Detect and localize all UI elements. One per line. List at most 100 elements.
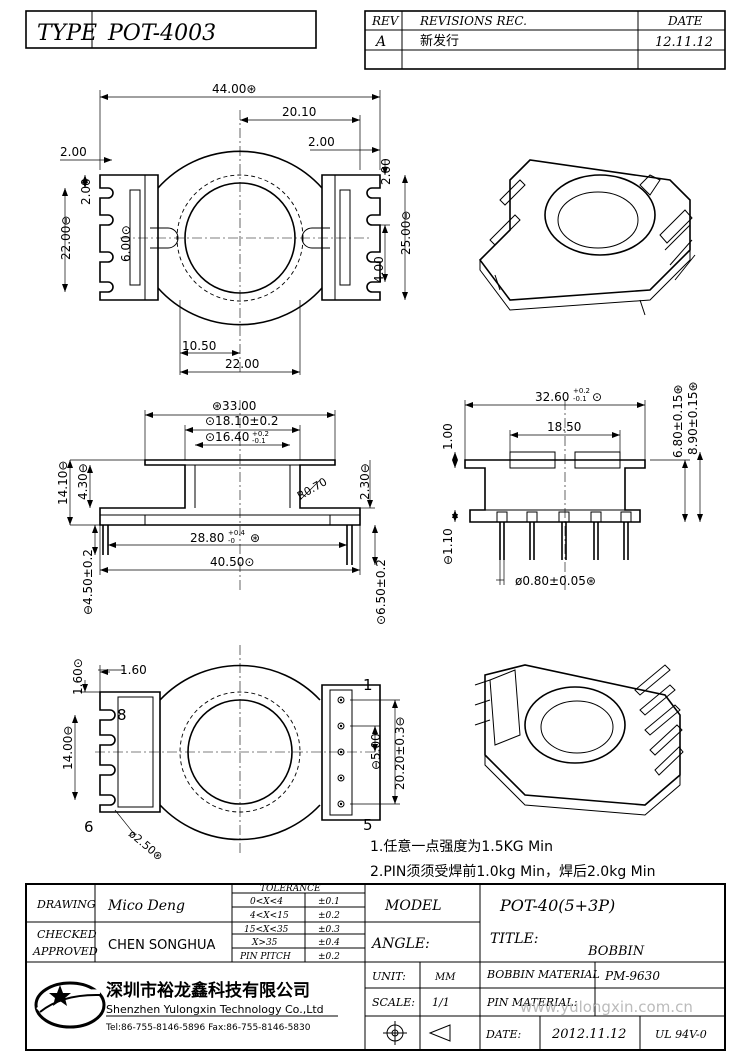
svg-text:-0.1: -0.1 (252, 437, 266, 445)
tolerance-range-5: PIN PITCH (239, 952, 291, 962)
side-pins (496, 511, 632, 560)
svg-text:10.50: 10.50 (182, 339, 216, 353)
svg-text:⊖5.00: ⊖5.00 (369, 733, 383, 770)
company-contact: Tel:86-755-8146-5896 Fax:86-755-8146-583… (105, 1023, 311, 1033)
unit-value: MM (434, 972, 456, 983)
svg-text:14.10⊖: 14.10⊖ (56, 461, 70, 505)
svg-text:22.00⊖: 22.00⊖ (59, 216, 73, 260)
ul-rating: UL 94V-0 (655, 1028, 707, 1041)
svg-text:1.60⊙: 1.60⊙ (71, 658, 85, 695)
bobbin-material-value: PM-9630 (604, 969, 660, 983)
rev-letter: A (374, 34, 386, 50)
pin-label-1: 1 (363, 676, 373, 694)
pin-label-5: 5 (363, 816, 373, 834)
date-value: 2012.11.12 (551, 1027, 626, 1042)
pin-label-8: 8 (117, 706, 127, 724)
svg-text:⊙18.10±0.2: ⊙18.10±0.2 (205, 414, 279, 428)
svg-text:⊛33.00: ⊛33.00 (212, 399, 256, 413)
scale-label: SCALE: (372, 996, 415, 1009)
projection-symbol-icon (383, 1021, 451, 1045)
svg-text:ø2.50⊛: ø2.50⊛ (126, 827, 165, 863)
svg-text:2.00: 2.00 (308, 135, 335, 149)
bottom-view: 1.60 1.60⊙ 8 14.00⊖ 6 ø2.50⊛ 1 5 ⊖5.00 2… (61, 645, 407, 863)
svg-text:2.00: 2.00 (379, 158, 393, 185)
type-label: TYPE (37, 21, 97, 46)
pin-label-6: 6 (84, 818, 94, 836)
svg-text:6.00⊙: 6.00⊙ (119, 225, 133, 262)
approved-name: CHEN SONGHUA (108, 938, 215, 953)
svg-text:4.30⊖: 4.30⊖ (76, 463, 90, 500)
svg-text:⊙16.40: ⊙16.40 (205, 430, 249, 444)
svg-text:2.00: 2.00 (79, 178, 93, 205)
header-type-box: TYPE POT-4003 (25, 10, 317, 49)
svg-text:32.60: 32.60 (535, 390, 569, 404)
bobbin-material-label: BOBBIN MATERIAL (486, 968, 600, 981)
svg-text:⊛: ⊛ (250, 531, 260, 545)
svg-text:⊖1.10: ⊖1.10 (441, 528, 455, 565)
rev-label: REV (371, 14, 400, 28)
svg-text:8.90±0.15⊛: 8.90±0.15⊛ (686, 381, 700, 455)
model-label: MODEL (384, 898, 442, 914)
svg-text:6.80±0.15⊛: 6.80±0.15⊛ (671, 384, 685, 458)
type-value: POT-4003 (107, 21, 216, 46)
svg-text:⊙: ⊙ (592, 390, 602, 404)
side-view: 32.60 +0.2 -0.1 ⊙ 18.50 1.00 6.80±0.15⊛ … (441, 381, 703, 590)
svg-text:20.20±0.3⊖: 20.20±0.3⊖ (393, 716, 407, 790)
svg-text:4.00: 4.00 (372, 256, 386, 283)
isometric-view-top (478, 159, 696, 316)
svg-text:40.50⊙: 40.50⊙ (210, 555, 254, 569)
drawing-label: DRAWING (36, 898, 96, 911)
footer-title-block: DRAWING Mico Deng CHECKED APPROVED CHEN … (25, 883, 726, 1051)
svg-text:2.00: 2.00 (60, 145, 87, 159)
tolerance-value-1: ±0.1 (318, 897, 340, 907)
svg-text:1.00: 1.00 (441, 423, 455, 450)
tolerance-range-2: 4<X<15 (249, 911, 289, 921)
top-view: 44.00⊛ 20.10 2.00 2.00 2.00 2.00 22.00⊖ … (59, 82, 413, 375)
tolerance-value-4: ±0.4 (318, 938, 340, 948)
svg-text:18.50: 18.50 (547, 420, 581, 434)
drawing-name: Mico Deng (107, 898, 185, 914)
rev-date: 12.11.12 (655, 35, 713, 50)
svg-text:1.60: 1.60 (120, 663, 147, 677)
svg-text:-0: -0 (228, 537, 235, 545)
company-logo (34, 981, 106, 1029)
svg-text:+0.4: +0.4 (228, 529, 246, 537)
title-value: BOBBIN (587, 944, 645, 959)
svg-text:28.80: 28.80 (190, 531, 224, 545)
svg-text:22.00: 22.00 (225, 357, 259, 371)
tolerance-value-5: ±0.2 (318, 952, 340, 962)
watermark: www.yulongxin.com.cn (520, 998, 693, 1016)
date-label-footer: DATE: (485, 1028, 521, 1041)
svg-text:+0.2: +0.2 (252, 430, 269, 438)
tolerance-range-3: 15<X<35 (244, 925, 289, 935)
svg-text:20.10: 20.10 (282, 105, 316, 119)
tolerance-range-1: 0<X<4 (250, 897, 283, 907)
svg-text:14.00⊖: 14.00⊖ (61, 726, 75, 770)
angle-label: ANGLE: (370, 936, 430, 952)
svg-text:2.30⊖: 2.30⊖ (358, 463, 372, 500)
svg-text:⊙6.50±0.2: ⊙6.50±0.2 (374, 559, 388, 625)
svg-text:+0.2: +0.2 (573, 387, 590, 395)
tolerance-title: TOLERANCE (260, 884, 321, 894)
title-label: TITLE: (490, 931, 538, 947)
checked-label: CHECKED (37, 928, 97, 941)
svg-text:-0.1: -0.1 (573, 395, 587, 403)
tolerance-value-2: ±0.2 (318, 911, 340, 921)
svg-text:44.00⊛: 44.00⊛ (212, 82, 256, 96)
svg-text:ø0.80±0.05⊛: ø0.80±0.05⊛ (515, 574, 596, 588)
model-value: POT-40(5+3P) (499, 896, 615, 915)
header-revision-box: REV REVISIONS REC. DATE A 新发行 12.11.12 (364, 10, 726, 70)
tolerance-value-3: ±0.3 (318, 925, 340, 935)
note-1: 1.任意一点强度为1.5KG Min (370, 838, 553, 855)
revisions-label: REVISIONS REC. (419, 14, 527, 28)
pin-material-label: PIN MATERIAL: (486, 996, 577, 1009)
svg-text:⊖4.50±0.2: ⊖4.50±0.2 (81, 549, 95, 615)
svg-text:25.00⊖: 25.00⊖ (399, 211, 413, 255)
isometric-view-bottom (474, 664, 684, 816)
unit-label: UNIT: (372, 970, 406, 983)
company-name-cn: 深圳市裕龙鑫科技有限公司 (106, 980, 310, 1001)
front-view: ⊛33.00 ⊙18.10±0.2 ⊙16.40 +0.2 -0.1 14.10… (56, 399, 388, 625)
bottom-pins-right (337, 696, 345, 808)
company-name-en: Shenzhen Yulongxin Technology Co.,Ltd (106, 1003, 324, 1016)
